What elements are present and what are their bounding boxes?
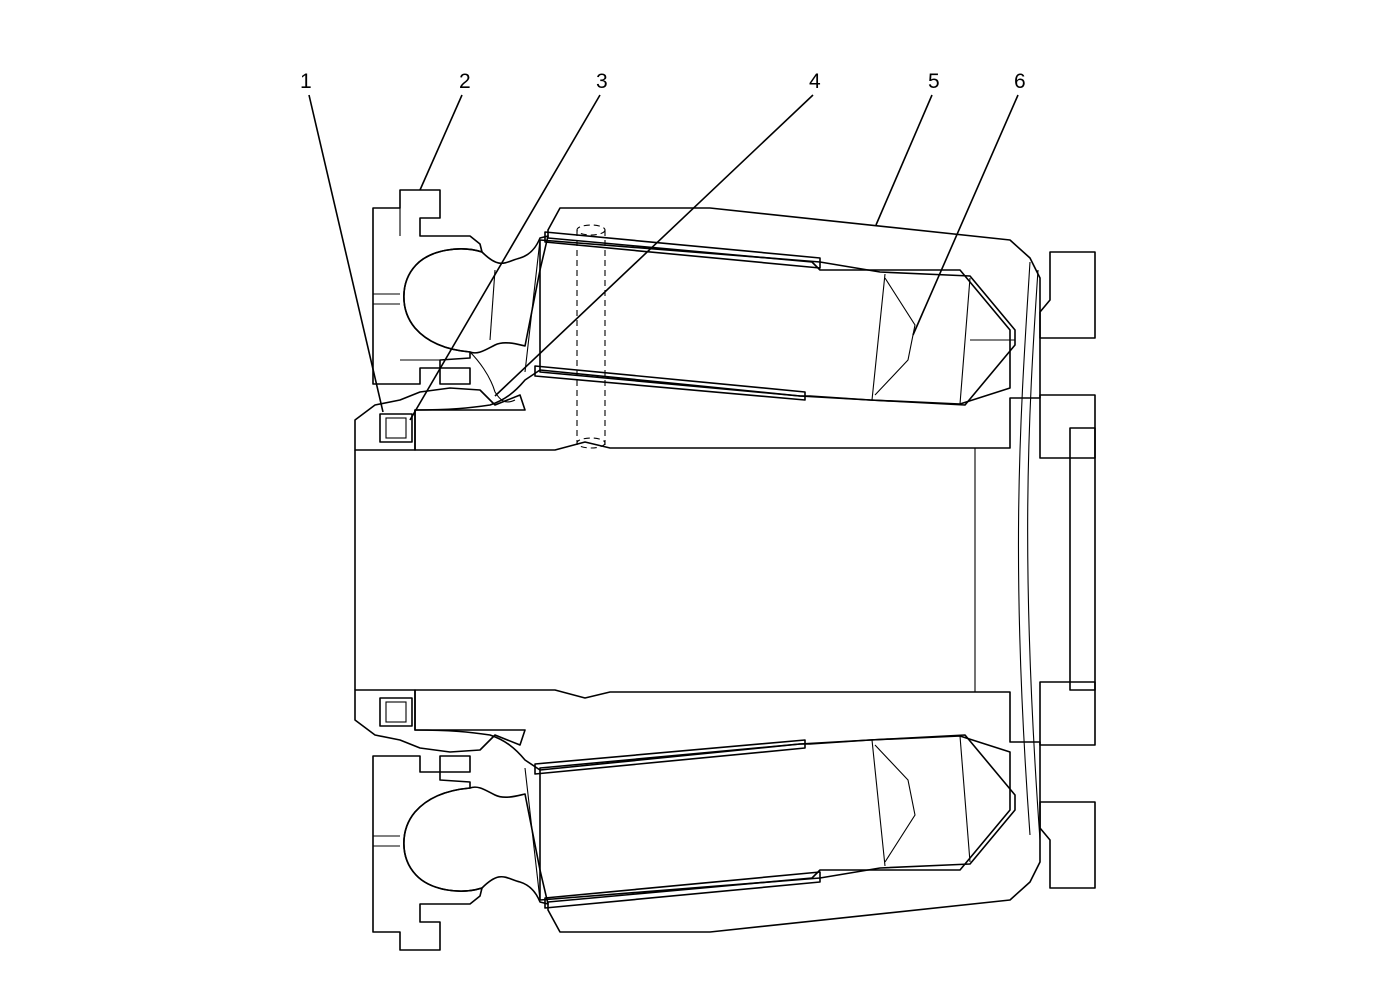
central-bore [354,261,1041,841]
piston-ball-upper [403,235,549,354]
callout-label-6: 6 [1014,70,1026,93]
callout-5: 5 [875,70,940,226]
callout-2: 2 [419,70,471,191]
shaft-sleeve-upper [354,351,526,451]
cylinder-barrel-upper [414,207,1041,451]
callout-label-2: 2 [459,70,471,93]
callout-1: 1 [300,70,384,413]
callout-label-4: 4 [809,70,821,93]
callout-6: 6 [912,70,1026,336]
flange-ring-upper [372,189,483,385]
callout-4: 4 [494,70,821,397]
port-plate-upper [1039,251,1096,691]
callout-label-3: 3 [596,70,608,93]
callout-3: 3 [409,70,608,421]
callout-label-5: 5 [928,70,940,93]
lower-half [354,681,1096,951]
callout-label-1: 1 [300,70,312,93]
